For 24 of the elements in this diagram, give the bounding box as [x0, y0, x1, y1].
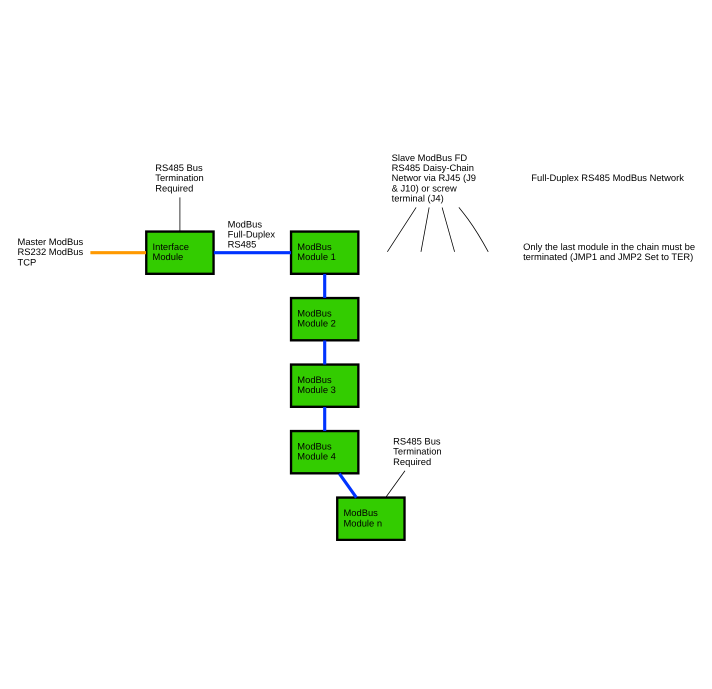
node-text: Master ModBus RS232 ModBus TCP [18, 235, 84, 267]
connector [420, 206, 430, 252]
label: Full-Duplex RS485 ModBus Network [531, 172, 684, 183]
label: Only the last module in the chain must be terminated (JMP1 and JMP2 Set to TER) [523, 240, 696, 262]
connector [323, 340, 326, 364]
connector [385, 470, 406, 498]
connector [214, 250, 291, 254]
node-box: Interface Module [145, 230, 215, 274]
connector [386, 206, 416, 252]
connector [338, 472, 358, 498]
node-text: RS485 Bus Termination Required [393, 434, 442, 466]
node-box: ModBus Module 3 [290, 362, 360, 408]
connector [323, 406, 326, 431]
edge-label: ModBus Full-Duplex RS485 [228, 218, 276, 250]
connector [323, 273, 326, 298]
node-text: RS485 Bus Termination Required [155, 161, 204, 193]
node-box: ModBus Module 2 [290, 296, 360, 341]
connector [90, 250, 146, 254]
connector [458, 206, 489, 252]
node-box: ModBus Module n [336, 496, 406, 541]
node-text: Slave ModBus FD RS485 Daisy-Chain Networ via RJ45 (J9 & J10) or screw terminal (J4) [392, 151, 476, 203]
connector [442, 206, 455, 252]
node-box: ModBus Module 4 [290, 429, 360, 474]
node-box: ModBus Module 1 [290, 230, 360, 274]
